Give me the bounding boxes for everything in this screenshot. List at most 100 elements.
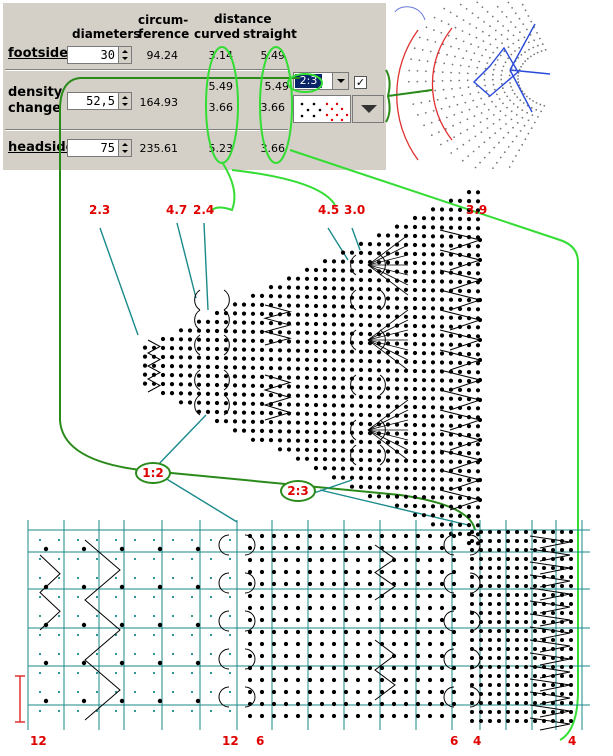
pattern-dot	[331, 322, 337, 327]
spin-up-down-icon[interactable]	[118, 139, 132, 157]
pattern-dot	[421, 342, 427, 347]
pattern-dot	[466, 487, 472, 492]
pattern-dot	[358, 340, 364, 345]
grid-dot-small	[228, 709, 232, 713]
preview-dot	[425, 26, 428, 29]
pattern-dot	[394, 467, 400, 472]
preview-dot	[510, 85, 512, 88]
grid-dot-small	[152, 557, 156, 561]
preview-dot	[511, 89, 514, 92]
pattern-dot	[277, 366, 283, 371]
preview-dot	[473, 52, 476, 55]
pattern-dot	[313, 393, 319, 399]
pattern-dot	[412, 440, 418, 446]
pattern-dot	[448, 315, 454, 320]
grid-dot	[524, 656, 528, 660]
pattern-dot	[340, 331, 346, 336]
grid-dot	[470, 602, 474, 606]
dropdown-arrow-icon[interactable]	[332, 73, 348, 89]
pattern-dot	[331, 340, 337, 345]
grid-dot	[479, 566, 483, 570]
grid-dot	[497, 557, 501, 561]
pin-arc	[350, 329, 357, 351]
headside-diameter-input[interactable]: 75	[67, 139, 119, 157]
pattern-dot	[466, 208, 472, 213]
preview-dot	[466, 118, 469, 121]
preview-dot	[517, 39, 520, 42]
preview-dot	[502, 25, 504, 27]
pattern-dot	[214, 364, 220, 370]
grid-dot	[247, 689, 253, 695]
preview-dot	[506, 38, 509, 41]
grid-dot	[427, 653, 433, 659]
pattern-dot	[241, 374, 247, 379]
preview-dot	[500, 82, 503, 85]
spin-up-down-icon[interactable]	[118, 46, 132, 64]
headside-spike	[529, 587, 571, 601]
pattern-dot	[412, 233, 418, 239]
pattern-dot	[340, 286, 346, 291]
grid-dot-small	[95, 595, 99, 599]
grid-dot	[295, 641, 301, 647]
pattern-dot	[448, 279, 454, 284]
bottom-label-12-mid: 12	[222, 734, 239, 748]
dropdown-arrow-icon[interactable]	[352, 95, 384, 123]
pattern-dot	[322, 439, 328, 444]
footside-diameter-input[interactable]: 30	[67, 46, 119, 64]
grid-dot	[542, 656, 546, 660]
pattern-dot	[412, 458, 418, 464]
preview-dot	[502, 65, 505, 68]
pattern-dot	[412, 251, 418, 257]
grid-dot	[524, 620, 528, 624]
pattern-dot	[477, 357, 483, 363]
pattern-dot	[214, 310, 220, 316]
grid-dot	[506, 557, 510, 561]
grid-dot	[569, 665, 573, 669]
pattern-dot	[250, 347, 256, 352]
grid-dot-small	[95, 538, 99, 542]
row-label-footside: footside	[8, 46, 69, 61]
pattern-dot	[412, 224, 418, 230]
pattern-dot	[457, 378, 463, 383]
grid-dot	[560, 602, 564, 606]
grid-dot	[439, 689, 445, 695]
preview-dot	[440, 32, 443, 34]
preview-dot	[484, 67, 487, 70]
grid-dot-small	[228, 576, 232, 580]
grid-dot	[331, 713, 337, 719]
pattern-dot	[448, 477, 454, 482]
grid-dot	[470, 566, 474, 570]
preview-dot	[517, 78, 519, 80]
preview-dot	[481, 6, 484, 8]
pattern-dot	[241, 311, 247, 316]
pattern-dot	[385, 350, 391, 355]
pattern-dot	[277, 411, 283, 416]
preview-dot	[426, 60, 429, 63]
pattern-dot	[322, 331, 328, 336]
pattern-dot	[349, 439, 355, 444]
spin-up-down-icon[interactable]	[118, 92, 132, 110]
preview-dot	[456, 148, 459, 150]
grid-dot	[415, 605, 421, 611]
grid-dot-small	[171, 557, 175, 561]
pattern-dot	[412, 296, 418, 302]
grid-dot	[506, 575, 510, 579]
grid-dot	[415, 689, 421, 695]
checkbox-icon[interactable]: ✓	[354, 76, 367, 89]
grid-dot-small	[228, 538, 232, 542]
pin-arc	[443, 572, 455, 594]
density-diameter-input[interactable]: 52,5	[67, 92, 119, 110]
grid-dot	[497, 539, 501, 543]
grid-dot	[247, 629, 253, 635]
pattern-preview-icon[interactable]	[293, 95, 351, 123]
grid-dot	[488, 611, 492, 615]
grid-dot-small	[38, 557, 42, 561]
grid-dot	[283, 677, 289, 683]
pattern-dot	[448, 405, 454, 410]
grid-dot	[391, 569, 397, 575]
pattern-dot	[385, 242, 391, 247]
pattern-dot	[142, 381, 148, 386]
pattern-dot	[421, 252, 427, 257]
pattern-dot	[466, 199, 472, 204]
pattern-dot	[178, 337, 184, 342]
